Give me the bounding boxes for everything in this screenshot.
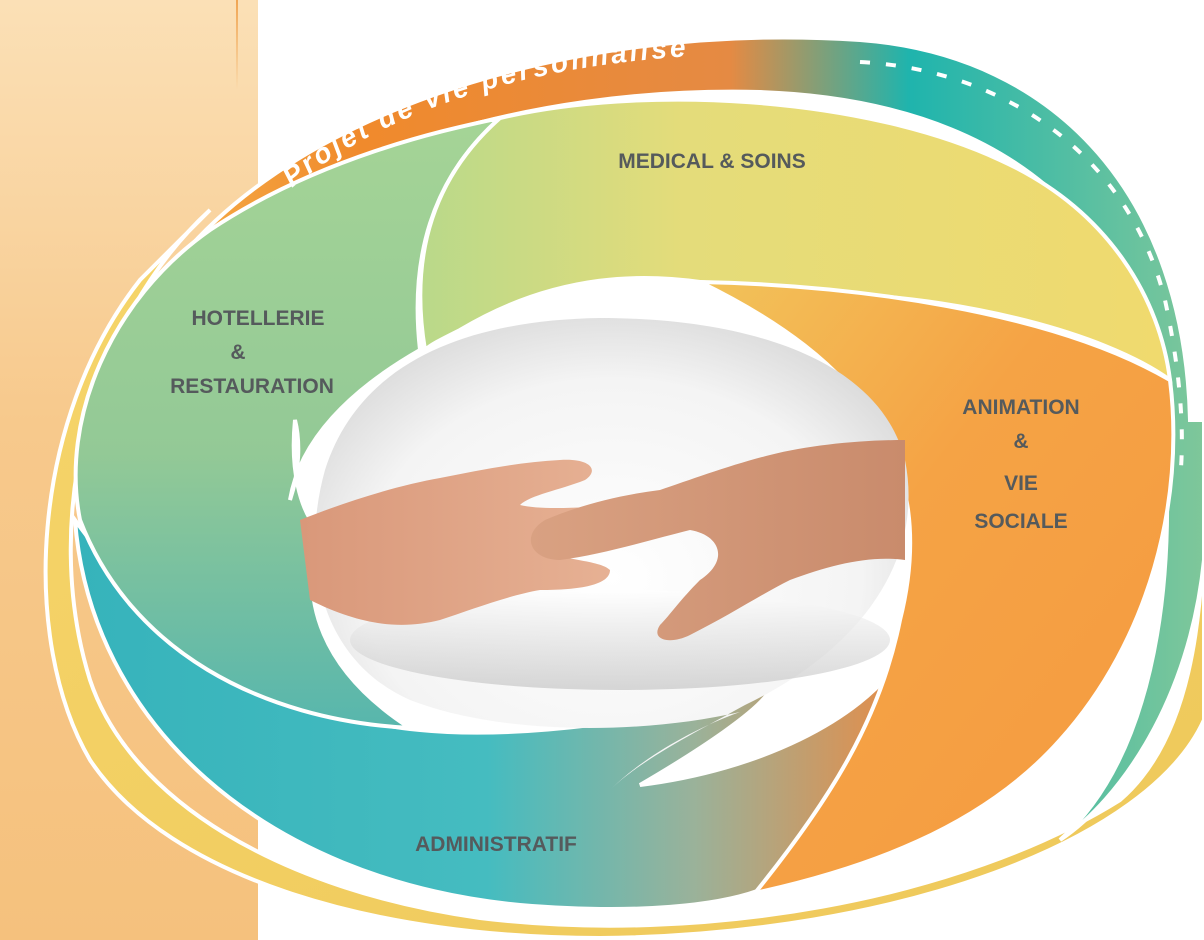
label-hotellerie-line1: HOTELLERIE bbox=[191, 307, 324, 330]
label-animation-line2: & bbox=[1013, 430, 1028, 453]
outer-ring bbox=[43, 208, 1204, 940]
label-medical: MEDICAL & SOINS bbox=[618, 150, 805, 173]
label-animation-line3: VIE bbox=[1004, 472, 1038, 495]
segment-administratif bbox=[72, 512, 902, 911]
label-hotellerie-line2: & bbox=[230, 341, 245, 364]
label-administratif: ADMINISTRATIF bbox=[415, 833, 577, 856]
center-photo bbox=[300, 318, 909, 790]
elderly-hand bbox=[530, 440, 905, 641]
label-animation-line4: SOCIALE bbox=[974, 510, 1067, 533]
arc-dash-line bbox=[859, 60, 1184, 481]
young-hand bbox=[300, 459, 651, 625]
label-hotellerie-line3: RESTAURATION bbox=[170, 375, 334, 398]
projet-de-vie-arc bbox=[144, 35, 1204, 842]
photo-shadow bbox=[350, 590, 890, 690]
segment-animation bbox=[699, 280, 1176, 897]
side-panel-accent-line bbox=[236, 0, 238, 90]
label-animation-line1: ANIMATION bbox=[962, 396, 1079, 419]
